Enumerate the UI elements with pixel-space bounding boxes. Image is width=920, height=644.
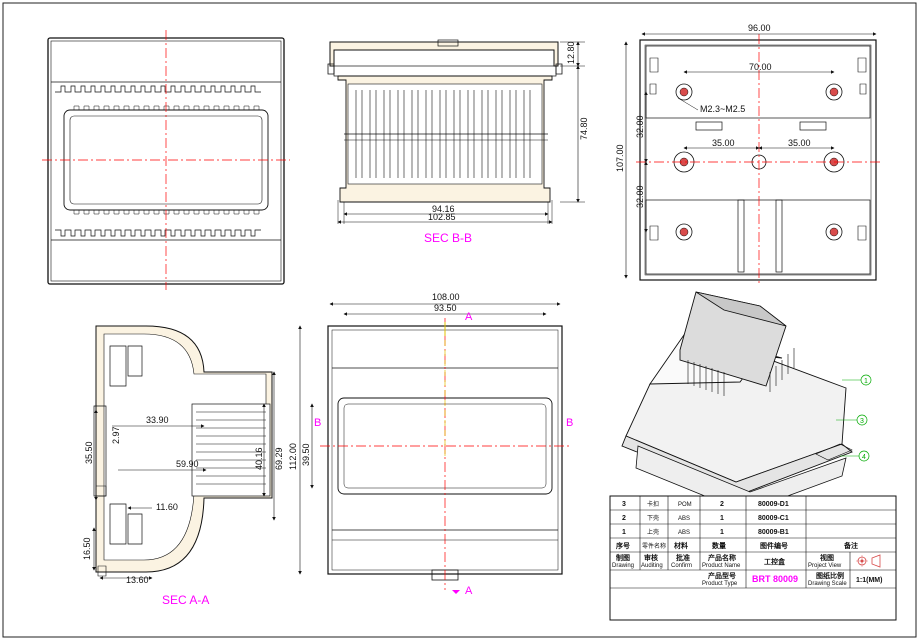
section-label-b-left: B [314, 417, 321, 429]
project-view-en: Project View [808, 563, 842, 569]
dim-2-97: 2.97 [111, 426, 121, 444]
dim-33-90: 33.90 [146, 415, 169, 425]
row-2-material: ABS [678, 516, 690, 522]
product-type-label-cn: 产品型号 [708, 571, 736, 580]
dim-16-50: 16.50 [82, 537, 92, 560]
dim-94-16: 94.16 [432, 204, 455, 214]
row-1-no: 1 [622, 529, 626, 536]
boss-top-right [825, 83, 843, 101]
row-2-part: 80009-C1 [758, 515, 789, 522]
section-label-a-top: A [465, 311, 473, 323]
auditing-cn: 审核 [644, 553, 658, 562]
dim-70-00: 70.00 [749, 62, 772, 72]
row-1-name: 上壳 [647, 528, 659, 536]
header-name: 零件名称 [642, 542, 666, 550]
product-name-label-cn: 产品名称 [708, 553, 736, 562]
view-top-right-base: 96.00 70.00 35.00 35.00 107.00 32.00 32.… [615, 23, 880, 284]
dim-35-50: 35.50 [84, 441, 94, 464]
row-3-material: POM [678, 502, 692, 508]
product-type-label-en: Product Type [702, 581, 738, 587]
dim-35-00-left: 35.00 [712, 138, 735, 148]
view-section-b-b: 12.80 74.80 94.16 102.85 SEC B-B [327, 39, 589, 245]
dim-93-50: 93.50 [434, 303, 457, 313]
dim-13-60: 13.60 [126, 575, 149, 585]
header-part: 图件编号 [760, 541, 788, 550]
row-1-part: 80009-B1 [758, 529, 789, 536]
dim-96-00: 96.00 [748, 23, 771, 33]
auditing-en: Auditing [641, 563, 663, 569]
dim-108-00: 108.00 [432, 292, 460, 302]
caption-sec-a-a: SEC A-A [162, 593, 209, 607]
section-label-b-right: B [566, 417, 573, 429]
dim-12-80: 12.80 [566, 41, 576, 64]
row-3-qty: 2 [720, 501, 724, 508]
balloon-3: 3 [860, 418, 864, 425]
boss-bottom-left [675, 223, 693, 241]
view-front: 108.00 93.50 112.00 39.50 A A B B [288, 292, 573, 597]
row-2-no: 2 [622, 515, 626, 522]
caption-sec-b-b: SEC B-B [424, 231, 472, 245]
scale-value: 1:1(MM) [856, 577, 882, 584]
dim-40-16: 40.16 [254, 447, 264, 470]
row-2-name: 下壳 [647, 514, 659, 522]
drawing-cn: 制图 [616, 553, 630, 562]
product-name-label-en: Product Name [702, 563, 741, 569]
row-3-name: 卡扣 [647, 500, 659, 508]
dim-39-50: 39.50 [301, 443, 311, 466]
view-isometric: 1 3 4 [621, 291, 872, 513]
confirm-en: Confirm [671, 563, 692, 569]
product-type-value: BRT 80009 [752, 574, 798, 584]
dim-32-00-upper: 32.00 [635, 115, 645, 138]
dim-59-90: 59.90 [176, 459, 199, 469]
balloon-1: 1 [864, 378, 868, 385]
row-3-no: 3 [622, 501, 626, 508]
confirm-cn: 批准 [676, 553, 690, 562]
product-name-value: 工控盒 [764, 557, 786, 566]
drawing-scale-cn: 图纸比例 [816, 571, 844, 580]
row-1-qty: 1 [720, 529, 724, 536]
view-section-a-a: 33.90 59.90 2.97 35.50 40.16 69.29 11.60… [82, 325, 284, 607]
view-top-left-plan [42, 30, 290, 290]
drawing-scale-en: Drawing Scale [808, 581, 847, 587]
header-qty: 数量 [712, 541, 726, 550]
drawing-en: Drawing [612, 563, 634, 569]
title-block: 3 卡扣 POM 2 80009-D1 2 下壳 ABS 1 80009-C1 … [609, 495, 897, 621]
dim-112-00: 112.00 [288, 443, 298, 470]
dim-74-80: 74.80 [579, 117, 589, 140]
dim-69-29: 69.29 [274, 447, 284, 470]
dim-35-00-right: 35.00 [788, 138, 811, 148]
row-3-part: 80009-D1 [758, 501, 789, 508]
boss-top-left [675, 83, 693, 101]
section-label-a-bottom: A [465, 585, 473, 597]
project-view-cn: 视图 [820, 553, 834, 562]
header-remark: 备注 [843, 541, 858, 550]
boss-bottom-right [825, 223, 843, 241]
row-1-material: ABS [678, 530, 690, 536]
balloon-4: 4 [862, 454, 866, 461]
dim-32-00-lower: 32.00 [635, 185, 645, 208]
header-material: 材料 [673, 541, 688, 550]
header-no: 序号 [615, 541, 630, 550]
dim-107-00: 107.00 [615, 144, 625, 172]
projection-symbol-icon [856, 554, 881, 568]
row-2-qty: 1 [720, 515, 724, 522]
screw-note: M2.3~M2.5 [700, 104, 745, 114]
dim-102-85: 102.85 [428, 212, 456, 222]
dim-11-60: 11.60 [156, 502, 178, 512]
